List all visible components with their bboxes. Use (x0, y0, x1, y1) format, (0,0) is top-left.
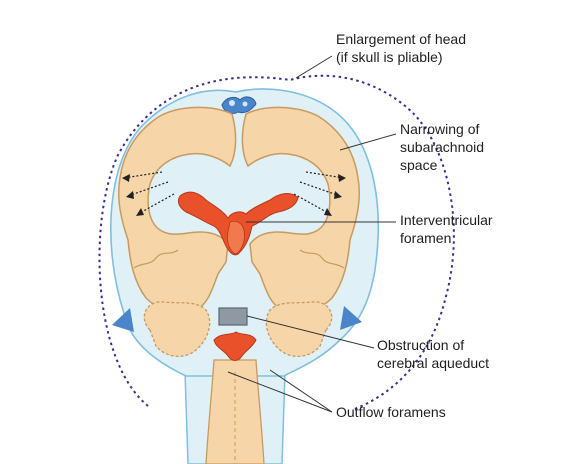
right-hemisphere (241, 106, 361, 314)
arrowheads-left (122, 174, 144, 216)
label-interventricular-line1: Interventricular (400, 212, 493, 228)
label-obstruction-line1: Obstruction of (377, 337, 464, 353)
label-outflow: Outflow foramens (336, 404, 446, 420)
label-narrowing-line1: Narrowing of (400, 121, 479, 137)
pressure-arrows-left (123, 171, 175, 215)
pressure-arrows-right (293, 171, 345, 215)
leader-lines (227, 55, 397, 413)
left-lower-lobe (143, 301, 211, 357)
label-enlargement-line2: (if skull is pliable) (336, 49, 443, 65)
right-sulcus (299, 249, 345, 269)
label-enlargement-line1: Enlargement of head (336, 31, 466, 47)
arrowheads-right (324, 174, 346, 216)
lateral-sinus-left (112, 308, 134, 332)
fourth-ventricle (213, 331, 257, 361)
aqueduct-obstruction (218, 307, 248, 326)
left-sulcus (133, 249, 179, 269)
sinus-bubble (229, 100, 235, 106)
lateral-sinus-right (340, 306, 362, 330)
label-narrowing-line2: subarachnoid (400, 139, 484, 155)
label-narrowing-line3: space (400, 157, 438, 173)
label-interventricular-line2: foramen (400, 230, 451, 246)
left-hemisphere (117, 106, 237, 314)
third-ventricle (227, 220, 245, 255)
enlarged-skull-outline (98, 74, 455, 411)
sinus-bubble (242, 101, 248, 107)
label-obstruction-line2: cerebral aqueduct (377, 355, 489, 371)
